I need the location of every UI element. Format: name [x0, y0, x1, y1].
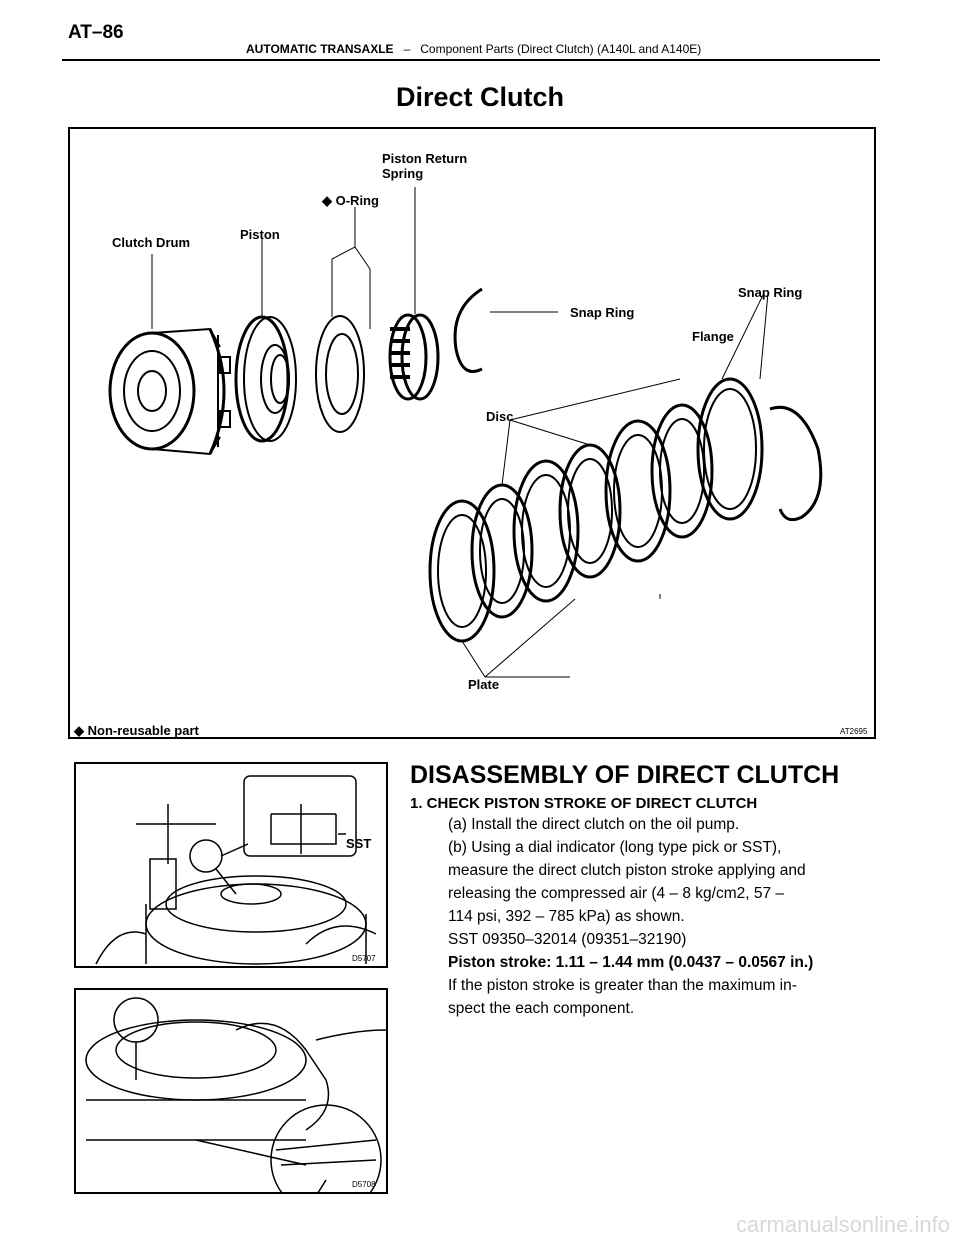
para-line-5: 114 psi, 392 – 785 kPa) as shown. — [448, 908, 685, 925]
label-piston: Piston — [240, 227, 280, 242]
figure-code: AT2695 — [840, 727, 868, 736]
dial-indicator-drawing — [95, 775, 377, 965]
page-number: AT–86 — [68, 22, 124, 43]
para-line-1: (a) Install the direct clutch on the oil… — [448, 816, 740, 833]
dial-indicator-figure: SST D5707 — [74, 762, 388, 968]
discs-plates-drawing — [428, 377, 764, 643]
label-clutch-drum: Clutch Drum — [112, 235, 190, 250]
label-sst: SST — [346, 836, 372, 851]
o-ring-drawing — [315, 315, 365, 433]
para-line-8: If the piston stroke is greater than the… — [448, 977, 797, 994]
label-o-ring: ◆ O-Ring — [322, 193, 379, 208]
clutch-drum-drawing — [108, 327, 231, 456]
header-rule — [62, 59, 880, 61]
label-snap-ring-1: Snap Ring — [570, 305, 635, 320]
label-plate: Plate — [468, 677, 500, 692]
header-section: AUTOMATIC TRANSAXLE — [246, 42, 394, 56]
compressed-air-figure: D5708 — [74, 988, 388, 1194]
snap-ring-1-drawing — [453, 287, 483, 373]
label-flange: Flange — [692, 329, 734, 344]
step-1-title: 1. CHECK PISTON STROKE OF DIRECT CLUTCH — [410, 795, 758, 812]
para-line-9: spect the each component. — [448, 1000, 635, 1017]
exploded-view-figure: Piston Return Spring ◆ O-Ring Clutch Dru… — [68, 127, 876, 739]
watermark: carmanualsonline.info — [735, 1212, 950, 1237]
legend-non-reusable: ◆ Non-reusable part — [74, 723, 199, 738]
compressed-air-drawing — [85, 997, 386, 1192]
para-line-6: SST 09350–32014 (09351–32190) — [448, 931, 687, 948]
para-line-2: (b) Using a dial indicator (long type pi… — [448, 839, 782, 856]
label-snap-ring-2: Snap Ring — [738, 285, 803, 300]
running-header: AUTOMATIC TRANSAXLE–Component Parts (Dir… — [246, 42, 701, 56]
section-heading: DISASSEMBLY OF DIRECT CLUTCH — [410, 761, 840, 789]
piston-drawing — [234, 315, 297, 443]
label-piston-return-spring: Piston Return Spring — [382, 151, 468, 181]
para-line-4: releasing the compressed air (4 – 8 kg/c… — [448, 885, 785, 902]
piston-stroke-spec: Piston stroke: 1.11 – 1.44 mm (0.0437 – … — [448, 954, 814, 971]
header-subsection: Component Parts (Direct Clutch) (A140L a… — [420, 42, 702, 56]
figure-code-1: D5707 — [352, 954, 376, 963]
snap-ring-2-drawing — [769, 406, 823, 522]
exploded-view-drawing — [108, 187, 823, 678]
label-disc: Disc — [486, 409, 514, 424]
page-title: Direct Clutch — [395, 82, 565, 112]
figure-code-2: D5708 — [352, 1180, 376, 1189]
return-spring-drawing — [388, 313, 440, 401]
para-line-3: measure the direct clutch piston stroke … — [448, 862, 806, 879]
header-dash: – — [403, 42, 411, 56]
